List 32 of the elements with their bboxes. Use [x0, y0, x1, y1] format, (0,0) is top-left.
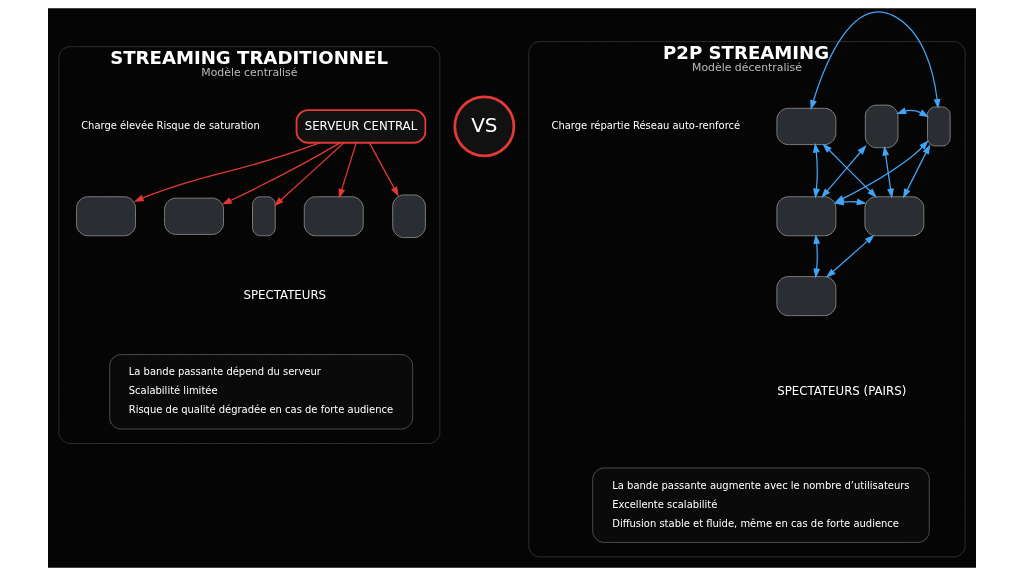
node-circle: VS — [453, 95, 516, 158]
arrow — [338, 142, 357, 199]
node-monitor — [76, 196, 136, 237]
arrow — [826, 234, 875, 278]
arrow — [822, 143, 877, 198]
node-monitor — [864, 196, 925, 237]
arrow — [133, 142, 321, 202]
label: Charge répartie Réseau auto-renforcé — [551, 119, 741, 131]
arrow — [902, 144, 931, 199]
node-laptop — [164, 197, 224, 235]
arrow — [221, 142, 341, 205]
label: SPECTATEURS — [243, 288, 327, 303]
node-monitor — [776, 276, 837, 317]
node-box: La bande passante augmente avec le nombre d’utilisateurs Excellente scalabilité Diffusion stable et fluide, même en cas de forte audience — [592, 467, 930, 543]
node-phone — [927, 106, 951, 147]
node-monitor — [303, 196, 364, 237]
node-phone — [252, 196, 276, 237]
node-box: SERVEUR CENTRAL — [295, 109, 427, 144]
arrow — [821, 145, 867, 199]
node-tablet — [392, 194, 426, 239]
arrow — [812, 142, 820, 199]
label: SPECTATEURS (PAIRS) — [777, 383, 907, 398]
arrow — [368, 142, 399, 197]
node-box: La bande passante dépend du serveur Scalabilité limitée Risque de qualité dégradée en cas de forte audience — [109, 354, 414, 430]
arrow — [813, 234, 821, 279]
label: Charge élevée Risque de saturation — [81, 119, 260, 131]
node-tablet — [864, 104, 899, 149]
node-monitor — [776, 196, 837, 237]
arrow — [810, 11, 941, 110]
arrow — [273, 142, 345, 207]
node-laptop — [776, 107, 837, 146]
arrow — [882, 145, 894, 199]
